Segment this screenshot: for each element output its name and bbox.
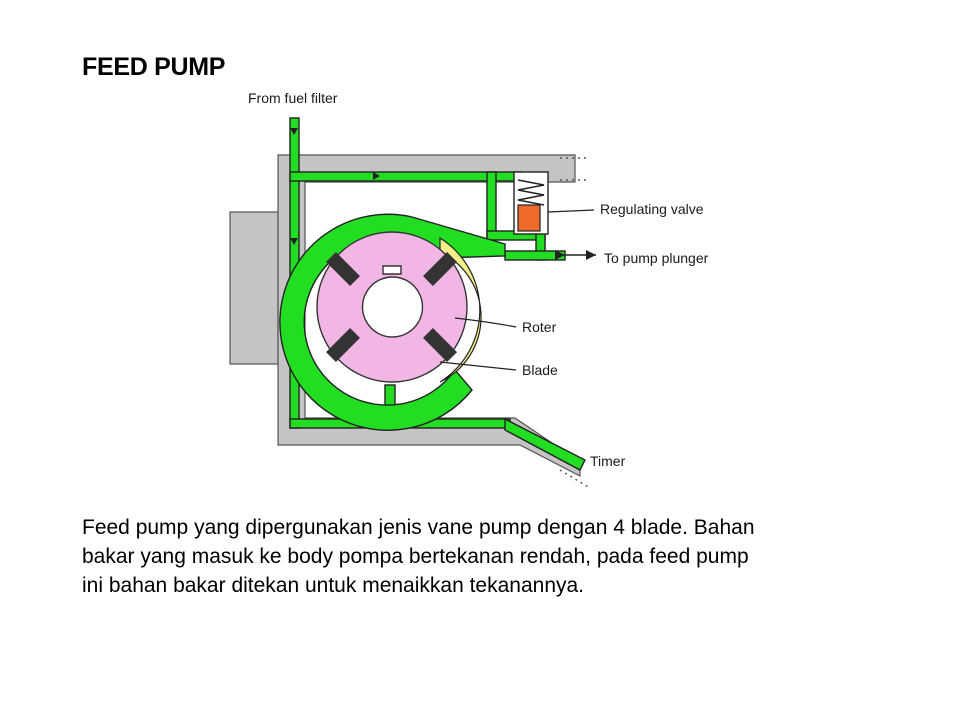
rotor-keyhole xyxy=(361,265,424,338)
body-flange xyxy=(229,211,279,365)
leader-blade xyxy=(439,361,517,371)
cam-ring xyxy=(439,236,482,383)
valve-piston xyxy=(517,204,541,232)
blade-1 xyxy=(326,252,360,286)
blade-4 xyxy=(423,328,457,362)
flow-arrows xyxy=(290,128,596,260)
description-line: ini bahan bakar ditekan untuk menaikkan … xyxy=(82,574,585,597)
page-title: FEED PUMP xyxy=(82,53,226,81)
leader-rotor xyxy=(454,317,517,328)
label-rotor: Roter xyxy=(522,319,557,335)
leader-regulating-valve xyxy=(547,209,595,213)
pump-chamber xyxy=(279,213,506,431)
leader-lines xyxy=(439,209,595,371)
label-inlet: From fuel filter xyxy=(248,90,338,106)
description: Feed pump yang dipergunakan jenis vane p… xyxy=(82,513,882,600)
label-outlet: To pump plunger xyxy=(604,250,709,266)
regulating-valve xyxy=(513,171,549,235)
label-timer: Timer xyxy=(590,453,626,469)
blades xyxy=(326,252,457,362)
timer-passage xyxy=(504,417,586,471)
label-blade: Blade xyxy=(522,362,558,378)
valve-feed-passage xyxy=(486,171,497,241)
description-line: bakar yang masuk ke body pompa bertekana… xyxy=(82,545,749,568)
label-regulating-valve: Regulating valve xyxy=(600,201,704,217)
blade-2 xyxy=(423,252,457,286)
description-line: Feed pump yang dipergunakan jenis vane p… xyxy=(82,516,755,539)
blade-3 xyxy=(326,328,360,362)
body-cut-edges xyxy=(559,157,591,489)
valve-spring xyxy=(517,179,545,206)
